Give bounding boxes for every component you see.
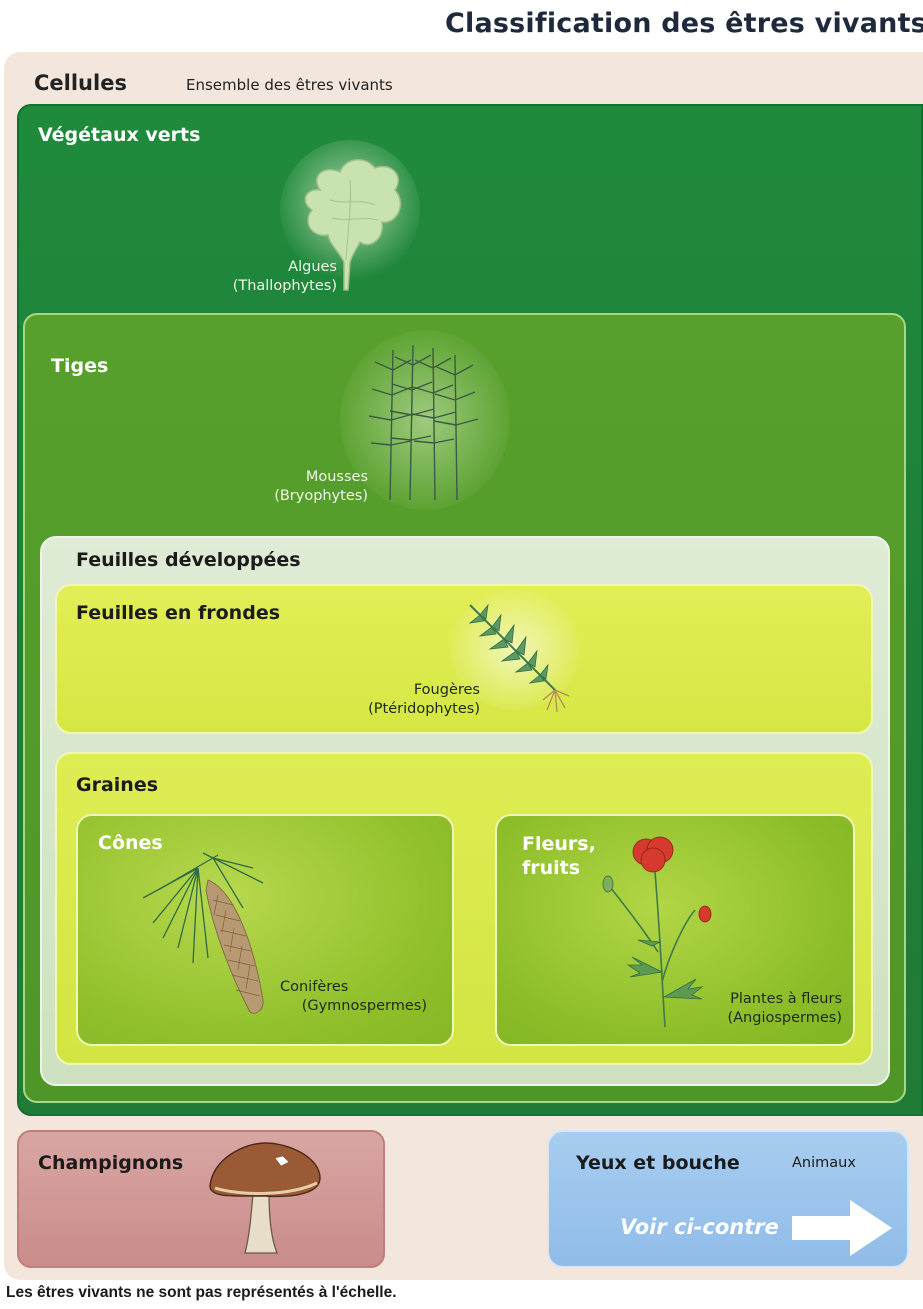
conifer-caption-line1: Conifères — [280, 978, 427, 997]
conifer-caption: Conifères (Gymnospermes) — [280, 978, 427, 1016]
fronds-label: Feuilles en frondes — [76, 602, 280, 624]
moss-illustration — [355, 340, 495, 505]
fern-caption-line1: Fougères — [350, 681, 480, 700]
animals-label: Yeux et bouche — [576, 1152, 740, 1174]
fungi-label: Champignons — [38, 1152, 183, 1174]
mushroom-illustration — [205, 1138, 325, 1258]
animals-subtitle: Animaux — [792, 1155, 856, 1171]
moss-caption-line2: (Bryophytes) — [250, 487, 368, 506]
flowering-plants-caption: Plantes à fleurs (Angiospermes) — [700, 990, 842, 1028]
fern-caption-line2: (Ptéridophytes) — [350, 700, 480, 719]
flowers-fruits-label-line2: fruits — [522, 856, 596, 880]
right-arrow-icon[interactable] — [792, 1200, 896, 1256]
flowers-fruits-label-line1: Fleurs, — [522, 832, 596, 856]
fungi-panel — [17, 1130, 385, 1268]
flowering-plants-caption-line1: Plantes à fleurs — [700, 990, 842, 1009]
conifer-cone-illustration — [138, 850, 278, 1020]
moss-caption: Mousses (Bryophytes) — [250, 468, 368, 506]
cells-label: Cellules — [34, 71, 127, 95]
algae-caption: Algues (Thallophytes) — [196, 258, 337, 296]
algae-caption-line2: (Thallophytes) — [196, 277, 337, 296]
scale-footnote: Les êtres vivants ne sont pas représenté… — [6, 1284, 397, 1302]
conifer-caption-line2: (Gymnospermes) — [280, 997, 427, 1016]
seeds-label: Graines — [76, 774, 158, 796]
fern-caption: Fougères (Ptéridophytes) — [350, 681, 480, 719]
stems-label: Tiges — [51, 355, 108, 377]
developed-leaves-label: Feuilles développées — [76, 549, 301, 571]
algae-caption-line1: Algues — [196, 258, 337, 277]
flowering-plants-caption-line2: (Angiospermes) — [700, 1009, 842, 1028]
flowers-fruits-label: Fleurs, fruits — [522, 832, 596, 880]
moss-caption-line1: Mousses — [250, 468, 368, 487]
see-opposite-link[interactable]: Voir ci-contre — [620, 1215, 779, 1239]
green-plants-label: Végétaux verts — [38, 124, 200, 146]
cells-subtitle: Ensemble des êtres vivants — [186, 76, 393, 94]
page-title: Classification des êtres vivants — [445, 8, 923, 58]
